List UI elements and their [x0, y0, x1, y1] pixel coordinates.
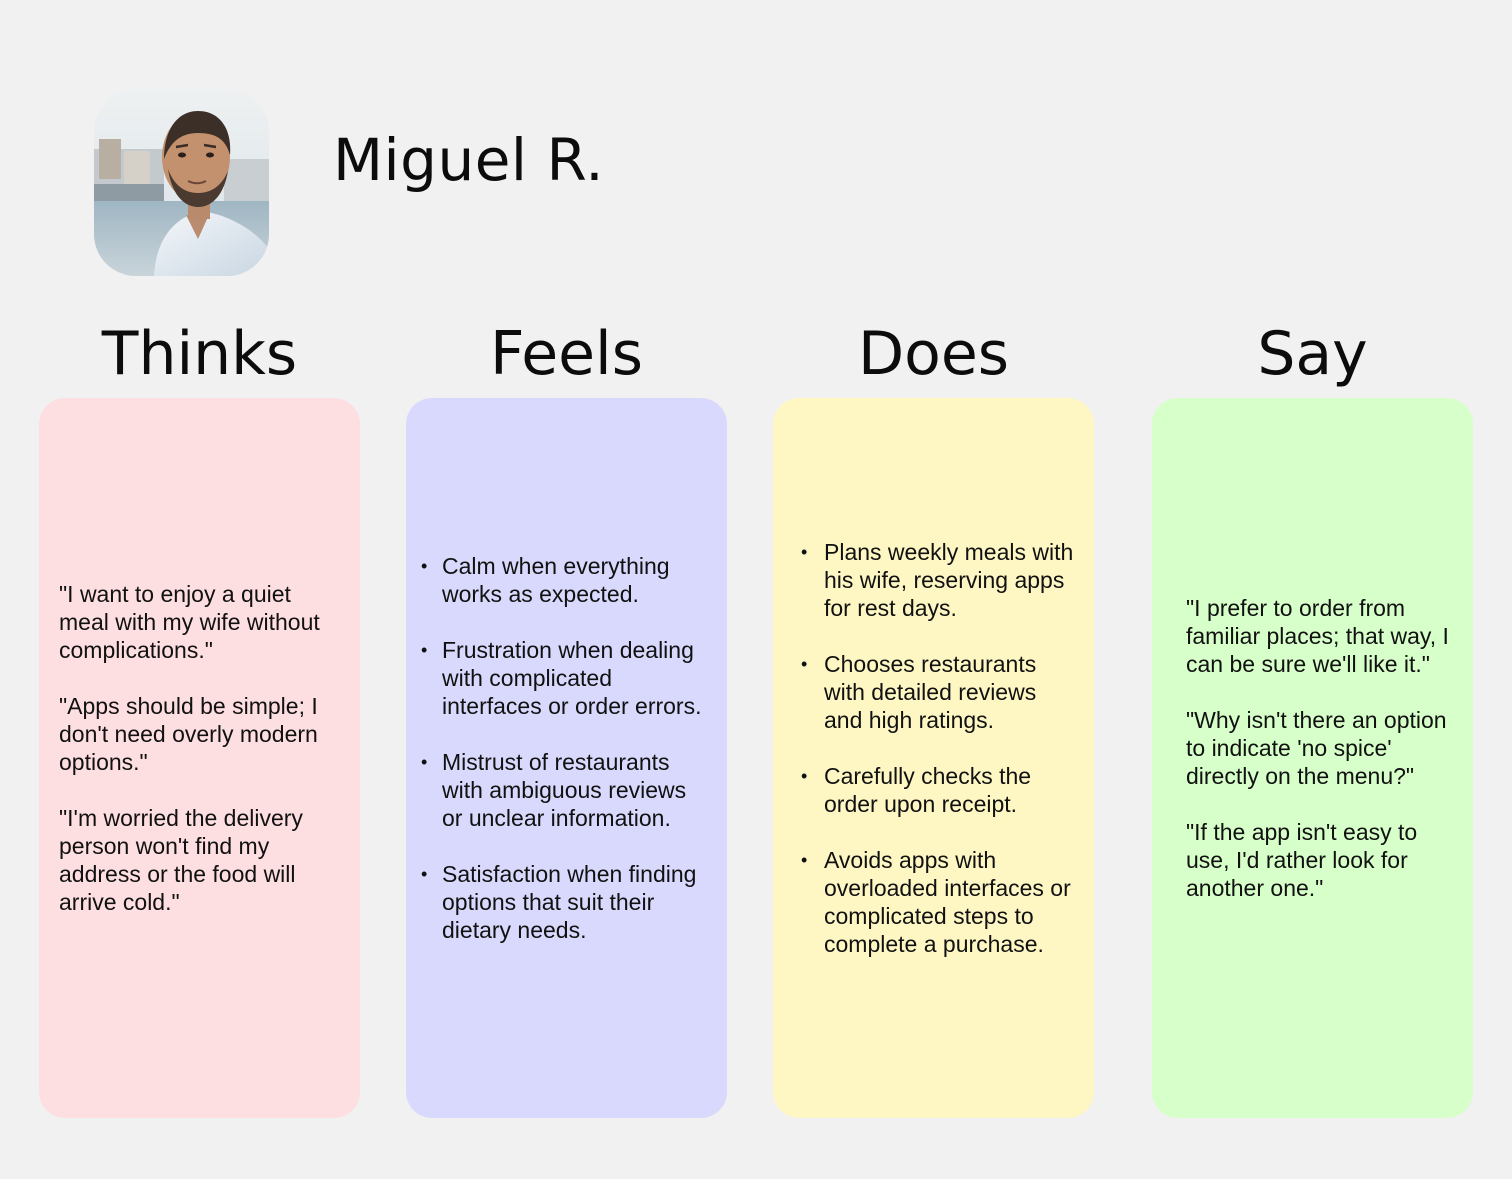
- say-quote: "If the app isn't easy to use, I'd rathe…: [1186, 819, 1418, 901]
- feels-list-item: Frustration when dealing with complicate…: [406, 636, 709, 720]
- does-list-item: Carefully checks the order upon receipt.: [788, 762, 1076, 818]
- thinks-quote: "I'm worried the delivery person won't f…: [59, 805, 303, 915]
- card-feels: Calm when everything works as expected. …: [406, 398, 727, 1118]
- feels-list: Calm when everything works as expected. …: [406, 552, 709, 944]
- card-thinks: "I want to enjoy a quiet meal with my wi…: [39, 398, 360, 1118]
- person-photo-icon: [94, 89, 269, 276]
- does-list-item: Avoids apps with overloaded interfaces o…: [788, 846, 1076, 958]
- feels-list-item: Satisfaction when finding options that s…: [406, 860, 709, 944]
- does-list-item: Chooses restaurants with detailed review…: [788, 650, 1076, 734]
- card-does: Plans weekly meals with his wife, reserv…: [773, 398, 1094, 1118]
- does-list: Plans weekly meals with his wife, reserv…: [788, 538, 1076, 958]
- card-say: "I prefer to order from familiar places;…: [1152, 398, 1473, 1118]
- avatar: [94, 89, 269, 276]
- feels-list-item: Calm when everything works as expected.: [406, 552, 709, 608]
- thinks-quote: "Apps should be simple; I don't need ove…: [59, 693, 318, 775]
- say-quote: "Why isn't there an option to indicate '…: [1186, 707, 1447, 789]
- say-quote: "I prefer to order from familiar places;…: [1186, 595, 1449, 677]
- heading-say: Say: [1257, 319, 1368, 389]
- persona-name: Miguel R.: [333, 126, 605, 194]
- thinks-quote: "I want to enjoy a quiet meal with my wi…: [59, 581, 320, 663]
- heading-feels: Feels: [490, 319, 643, 389]
- heading-does: Does: [857, 319, 1010, 389]
- feels-list-item: Mistrust of restaurants with ambiguous r…: [406, 748, 709, 832]
- say-quotes: "I prefer to order from familiar places;…: [1186, 594, 1453, 902]
- heading-thinks: Thinks: [101, 319, 298, 389]
- thinks-quotes: "I want to enjoy a quiet meal with my wi…: [59, 580, 340, 916]
- does-list-item: Plans weekly meals with his wife, reserv…: [788, 538, 1076, 622]
